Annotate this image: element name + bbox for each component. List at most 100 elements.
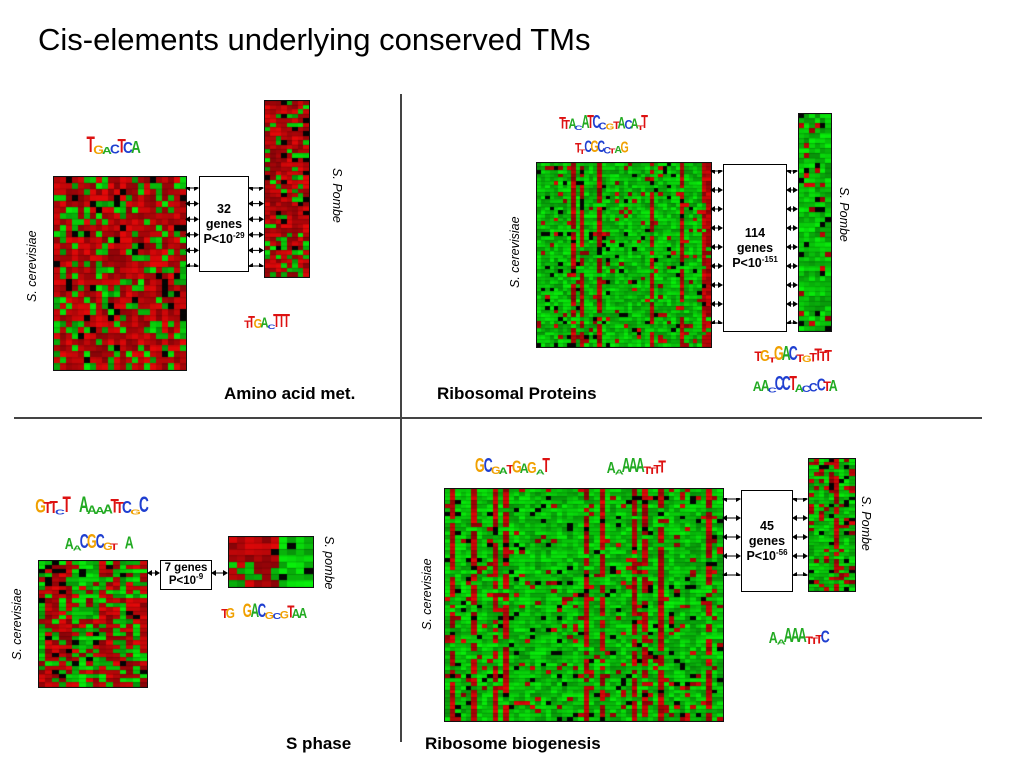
double-arrow	[248, 216, 264, 223]
logo-letter: T	[115, 499, 125, 517]
label-sc: S. cerevisiae	[25, 230, 39, 302]
gene-count-box: 7 genes P<10-9	[160, 560, 212, 590]
logo-letter: T	[824, 347, 833, 365]
label-sp: S. Pombe	[837, 187, 851, 242]
double-arrow	[248, 200, 264, 207]
logo-letter: A	[613, 144, 622, 156]
logo-letter: G	[760, 347, 771, 365]
logo-letter: T	[643, 464, 651, 477]
logo-letter: A	[614, 468, 624, 477]
caption-amino: Amino acid met.	[224, 384, 356, 403]
logo-letter: G	[527, 459, 537, 477]
logo-letter: C	[574, 124, 583, 132]
double-arrow	[722, 515, 741, 521]
arrows-sc-left	[147, 570, 160, 576]
gene-count: 114	[744, 225, 766, 240]
logo-letter: C	[774, 373, 784, 395]
caption-sphase: S phase	[286, 734, 352, 753]
logo-letter: G	[264, 610, 274, 622]
label-sp: S. pombe	[322, 536, 336, 590]
logo-letter: G	[87, 531, 97, 553]
logo-letter: A	[499, 466, 509, 477]
logo-letter: A	[291, 607, 301, 622]
logo-letter: T	[658, 457, 666, 477]
logo-letter: G	[773, 343, 784, 365]
heatmap-cells	[54, 177, 186, 370]
double-arrow	[185, 263, 199, 267]
logo-letter: T	[805, 634, 813, 647]
double-arrow	[786, 282, 798, 288]
double-arrow	[710, 282, 723, 288]
genes-word: genes	[748, 533, 786, 548]
logo-letter: C	[257, 601, 266, 622]
arrows-sp-right	[248, 187, 264, 267]
logo-letter: G	[491, 464, 501, 477]
logo-letter: A	[86, 502, 97, 517]
double-arrow	[710, 244, 723, 250]
logo-letter: T	[648, 466, 656, 477]
label-sc: S. cerevisiae	[420, 558, 434, 630]
logo-letter: C	[139, 492, 149, 517]
logo-letter: G	[130, 507, 141, 517]
logo-letter: C	[79, 531, 89, 553]
logo-letter: G	[279, 609, 289, 622]
double-arrow	[248, 187, 264, 191]
logo-letter: T	[587, 112, 595, 132]
arrows-sc-left	[710, 170, 723, 324]
heatmap-sc	[444, 488, 724, 722]
logo-letter: C	[603, 145, 612, 156]
double-arrow	[710, 301, 723, 307]
logo-letter: G	[242, 601, 252, 622]
double-arrow	[185, 231, 199, 238]
heatmap-cells	[39, 561, 147, 687]
logo-letter: A	[519, 461, 529, 477]
logo-letter: T	[49, 496, 58, 517]
logo-letter: A	[124, 533, 134, 553]
gene-count-box: 114 genes P<10-151	[723, 164, 787, 332]
logo-letter: T	[641, 112, 649, 132]
logo-letter: C	[121, 496, 132, 517]
logo-letter: A	[250, 601, 259, 622]
logo-letter: C	[624, 117, 633, 132]
caption-ribo: Ribosomal Proteins	[437, 384, 597, 403]
double-arrow	[185, 216, 199, 223]
double-arrow	[185, 247, 199, 254]
double-arrow	[248, 231, 264, 238]
logo-letter: A	[753, 379, 763, 395]
logo-letter: A	[776, 638, 786, 647]
logo-letter: C	[782, 373, 792, 395]
double-arrow	[792, 534, 808, 540]
logo-letter: C	[789, 343, 799, 365]
logo-letter: T	[86, 132, 95, 157]
logo-letter: T	[110, 494, 119, 517]
genes-word: genes	[736, 240, 774, 255]
double-arrow	[792, 515, 808, 521]
logo-letter: T	[248, 312, 256, 331]
logo-letter: T	[754, 349, 763, 365]
logo-letter: T	[243, 318, 251, 331]
logo-letter: A	[828, 377, 838, 395]
logo-letter: T	[282, 311, 290, 331]
logo-letter: C	[109, 141, 120, 157]
logo-letter: T	[810, 636, 818, 647]
logo-letter: G	[620, 138, 629, 156]
arrows-sc-left	[722, 498, 741, 576]
label-sp: S. Pombe	[859, 496, 873, 551]
logo-letter: T	[796, 352, 804, 365]
logo-letter: G	[35, 494, 46, 517]
double-arrow	[185, 187, 199, 191]
double-arrow	[786, 263, 798, 269]
gene-count: 32	[217, 201, 231, 216]
logo-letter: G	[253, 316, 263, 331]
double-arrow	[786, 244, 798, 250]
double-arrow	[786, 320, 798, 324]
logo-letter: G	[590, 137, 599, 156]
caption-ribogen: Ribosome biogenesis	[425, 734, 601, 753]
label-sp: S. Pombe	[330, 168, 344, 223]
genes-word: genes	[205, 216, 243, 231]
